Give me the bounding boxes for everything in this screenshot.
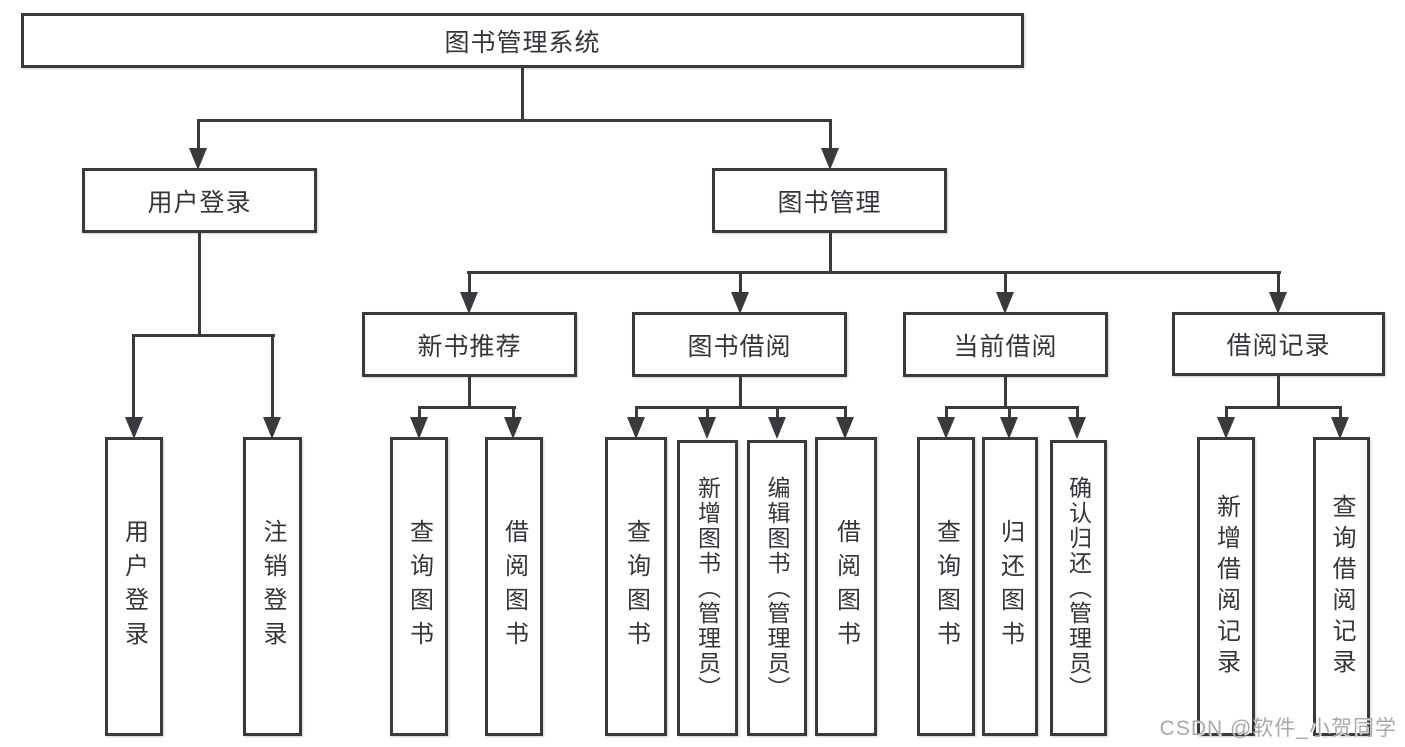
arrow-down-icon [996, 292, 1014, 314]
connector-drop [1225, 406, 1228, 420]
arrow-down-icon [1217, 417, 1235, 439]
leaf-query-borrow-record: 查询借阅记录 [1313, 437, 1370, 736]
arrow-down-icon [263, 417, 281, 439]
connector-new-book-branch [418, 406, 516, 409]
leaf-current-query-books: 查询图书 [917, 437, 975, 736]
connector-drop [1339, 406, 1342, 420]
connector-drop [1008, 406, 1011, 420]
connector-new-book-stem [468, 377, 471, 409]
connector-drop-borrow-records [1277, 271, 1280, 296]
arrow-down-icon [125, 417, 143, 439]
arrow-down-icon [821, 148, 839, 170]
connector-book-borrow-branch [635, 406, 847, 409]
leaf-user-login: 用户登录 [105, 437, 163, 736]
connector-drop [1076, 406, 1079, 420]
connector-user-login-stem [198, 233, 201, 336]
connector-drop-user-login [197, 119, 200, 153]
connector-drop [512, 406, 515, 420]
connector-drop-book-borrow [739, 271, 742, 296]
arrow-down-icon [1331, 417, 1349, 439]
connector-borrow-records-stem [1277, 376, 1280, 409]
arrow-down-icon [731, 292, 749, 314]
connector-current-borrow-stem [1004, 377, 1007, 408]
arrow-down-icon [627, 417, 645, 439]
arrow-down-icon [460, 292, 478, 314]
arrow-down-icon [836, 417, 854, 439]
connector-root-branch [197, 119, 832, 122]
connector-drop [706, 406, 709, 420]
connector-drop [635, 406, 638, 420]
arrow-down-icon [1269, 292, 1287, 314]
node-new-book-recommend: 新书推荐 [362, 312, 577, 377]
connector-user-login-branch [132, 334, 275, 337]
leaf-logout: 注销登录 [243, 437, 302, 736]
connector-drop-book-management [829, 119, 832, 153]
arrow-down-icon [1000, 417, 1018, 439]
connector-book-borrow-stem [739, 377, 742, 408]
connector-root-stem [521, 68, 524, 121]
arrow-down-icon [1068, 417, 1086, 439]
arrow-down-icon [189, 148, 207, 170]
leaf-return-books: 归还图书 [982, 437, 1038, 736]
arrow-down-icon [410, 417, 428, 439]
node-current-borrow: 当前借阅 [903, 312, 1108, 377]
arrow-down-icon [698, 417, 716, 439]
connector-current-borrow-branch [945, 406, 1079, 409]
node-borrow-records: 借阅记录 [1172, 312, 1385, 376]
node-book-management: 图书管理 [712, 168, 947, 233]
node-book-borrow: 图书借阅 [632, 312, 847, 377]
leaf-borrow-books: 借阅图书 [815, 437, 877, 736]
connector-borrow-records-branch [1225, 406, 1342, 409]
csdn-watermark: CSDN @软件_小贺同学 [1159, 717, 1397, 740]
leaf-recommend-borrow-books: 借阅图书 [485, 437, 543, 736]
arrow-down-icon [768, 417, 786, 439]
connector-book-management-stem [829, 233, 832, 274]
connector-drop [844, 406, 847, 420]
leaf-recommend-query-books: 查询图书 [390, 437, 448, 736]
node-library-management-system: 图书管理系统 [21, 13, 1024, 68]
arrow-down-icon [504, 417, 522, 439]
connector-drop-logout-leaf [271, 334, 274, 422]
node-user-login: 用户登录 [82, 168, 317, 233]
connector-drop-login-leaf [132, 334, 135, 422]
connector-drop [776, 406, 779, 420]
leaf-add-borrow-record: 新增借阅记录 [1197, 437, 1255, 736]
arrow-down-icon [937, 417, 955, 439]
leaf-add-books-admin: 新增图书（管理员） [677, 440, 738, 736]
leaf-borrow-query-books: 查询图书 [605, 437, 667, 736]
leaf-edit-books-admin: 编辑图书（管理员） [747, 440, 807, 736]
connector-drop-new-book [468, 271, 471, 296]
connector-drop-current-borrow [1004, 271, 1007, 296]
connector-book-management-branch [467, 271, 1281, 274]
connector-drop [945, 406, 948, 420]
leaf-confirm-return-admin: 确认归还（管理员） [1050, 440, 1107, 736]
connector-drop [418, 406, 421, 420]
